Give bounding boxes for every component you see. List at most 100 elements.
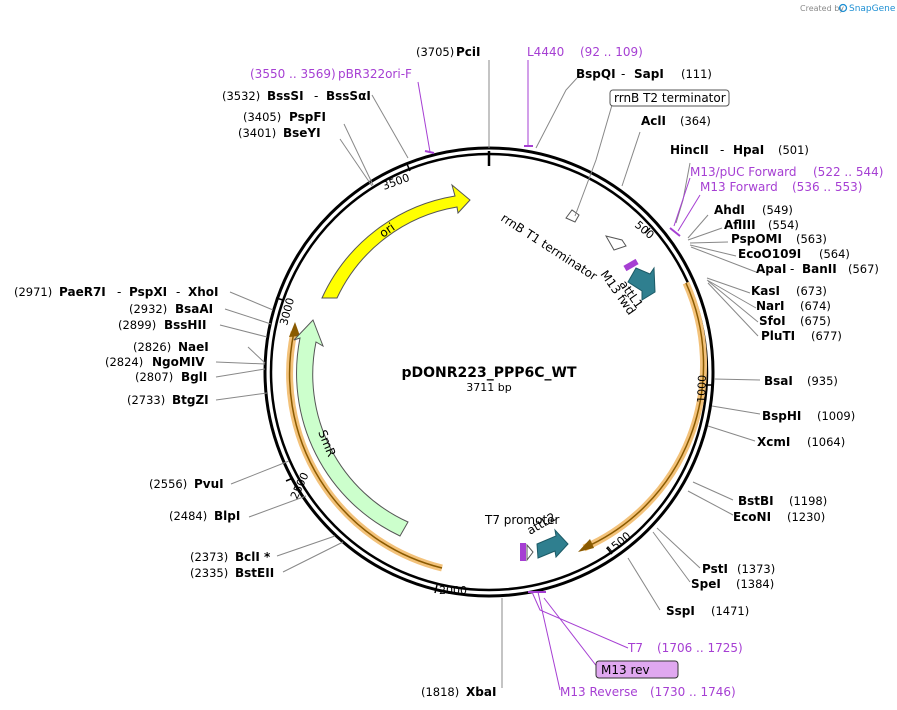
enz-bgli[interactable]: BglI xyxy=(181,370,207,384)
primer-m13-reverse[interactable]: M13 Reverse xyxy=(560,685,638,699)
tick-500: 500 xyxy=(632,218,656,241)
enz-pos-bsaai: (2932) xyxy=(129,302,167,316)
enz-bsaai[interactable]: BsaAI xyxy=(175,302,213,316)
t7-promoter-feature xyxy=(526,543,534,562)
ori-feature[interactable] xyxy=(321,183,471,299)
enz-hpai[interactable]: HpaI xyxy=(733,143,764,157)
credit-prefix: Created by xyxy=(800,4,844,13)
primer-m13-rev: M13 rev xyxy=(601,663,650,677)
snapgene-logo-icon xyxy=(838,3,848,13)
attl2-feature[interactable] xyxy=(536,528,569,559)
enz-pos-btgzi: (2733) xyxy=(127,393,165,407)
enz-pspfi[interactable]: PspFI xyxy=(289,110,326,124)
primer-pbr322[interactable]: pBR322ori-F xyxy=(338,67,412,81)
enz-spei[interactable]: SpeI xyxy=(691,577,721,591)
enz-pos-nari: (674) xyxy=(800,299,831,313)
primer-t7[interactable]: T7 xyxy=(627,641,643,655)
enz-banii[interactable]: BanII xyxy=(802,262,837,276)
primer-m13-forward[interactable]: M13 Forward xyxy=(700,180,778,194)
enz-bsai[interactable]: BsaI xyxy=(764,374,793,388)
enz-sep-5: - xyxy=(176,285,180,299)
smr-feature[interactable] xyxy=(293,319,409,537)
primer-m13puc-forward[interactable]: M13/pUC Forward xyxy=(690,165,797,179)
enz-pos-blpi: (2484) xyxy=(169,509,207,523)
enz-bcli[interactable]: BclI * xyxy=(235,550,271,564)
primer-l4440[interactable]: L4440 xyxy=(527,45,564,59)
enz-bspqi[interactable]: BspQI xyxy=(576,67,616,81)
enz-pcii[interactable]: PciI xyxy=(456,45,481,59)
enz-pos-kasi: (673) xyxy=(796,284,827,298)
plasmid-length: 3711 bp xyxy=(466,381,511,394)
enz-pos-pspomi: (563) xyxy=(796,232,827,246)
enz-bsteii[interactable]: BstEII xyxy=(235,566,274,580)
enz-nari[interactable]: NarI xyxy=(756,299,785,313)
primer-t7-range: (1706 .. 1725) xyxy=(657,641,743,655)
rrnb-t1-feature xyxy=(604,235,627,251)
enz-bsshii[interactable]: BssHII xyxy=(164,318,206,332)
attl1-feature[interactable] xyxy=(627,266,656,301)
tick-1000: 1000 xyxy=(695,375,709,403)
enz-pos-bgli: (2807) xyxy=(135,370,173,384)
enz-pos-pcii: (3705) xyxy=(416,45,454,59)
enz-ecoo109i[interactable]: EcoO109I xyxy=(738,247,801,261)
enz-pos-bspqi: (111) xyxy=(681,67,712,81)
enz-pspomi[interactable]: PspOMI xyxy=(731,232,782,246)
enz-sep-1: - xyxy=(621,67,625,81)
enz-pos-psti: (1373) xyxy=(737,562,775,576)
credit-brand: SnapGene xyxy=(849,4,896,14)
enz-sfoi[interactable]: SfoI xyxy=(759,314,786,328)
enz-kasi[interactable]: KasI xyxy=(751,284,780,298)
enz-pos-apai: (567) xyxy=(848,262,879,276)
m13-rev-box[interactable] xyxy=(595,660,679,679)
enz-ngomiv[interactable]: NgoMIV xyxy=(152,355,205,369)
enz-pos-bseyi: (3401) xyxy=(238,126,276,140)
enz-pspxi[interactable]: PspXI xyxy=(129,285,167,299)
enz-bseyi[interactable]: BseYI xyxy=(283,126,321,140)
enz-psti[interactable]: PstI xyxy=(702,562,728,576)
enz-pos-bsphi: (1009) xyxy=(817,409,855,423)
primer-m13-reverse-range: (1730 .. 1746) xyxy=(650,685,736,699)
enz-xcmi[interactable]: XcmI xyxy=(757,435,790,449)
enz-sspi[interactable]: SspI xyxy=(666,604,695,618)
enz-econi[interactable]: EcoNI xyxy=(733,510,771,524)
enz-sapi[interactable]: SapI xyxy=(634,67,664,81)
enz-hincii[interactable]: HincII xyxy=(670,143,709,157)
primer-m13-forward-range: (536 .. 553) xyxy=(792,180,862,194)
enz-blpi[interactable]: BlpI xyxy=(214,509,240,523)
tick-3000: 3000 xyxy=(277,296,297,326)
rrnb-t2-box[interactable] xyxy=(609,89,730,107)
insert-arrow-left xyxy=(289,322,300,337)
enz-pos-sspi: (1471) xyxy=(711,604,749,618)
enz-btgzi[interactable]: BtgZI xyxy=(172,393,209,407)
enz-pluti[interactable]: PluTI xyxy=(761,329,795,343)
enz-paer7i[interactable]: PaeR7I xyxy=(59,285,106,299)
enz-pos-acli: (364) xyxy=(680,114,711,128)
primer-m13puc-range: (522 .. 544) xyxy=(813,165,883,179)
enz-pos-xbai: (1818) xyxy=(421,685,459,699)
enz-pvui[interactable]: PvuI xyxy=(194,477,224,491)
enz-pos-naei: (2826) xyxy=(133,340,171,354)
enz-afliii[interactable]: AflIII xyxy=(724,218,756,232)
rrnb-t1-label: rrnB T1 terminator xyxy=(498,211,599,284)
enz-bsssi[interactable]: BssSI xyxy=(267,89,304,103)
backbone-ticks xyxy=(275,163,712,594)
enz-pos-pvui: (2556) xyxy=(149,477,187,491)
enz-sep-2: - xyxy=(720,143,724,157)
enz-bsssai[interactable]: BssSαI xyxy=(326,89,371,103)
enz-bsphi[interactable]: BspHI xyxy=(762,409,801,423)
enz-naei[interactable]: NaeI xyxy=(178,340,209,354)
enz-pos-ahdi: (549) xyxy=(762,203,793,217)
enz-apai[interactable]: ApaI xyxy=(756,262,786,276)
enz-xbai[interactable]: XbaI xyxy=(466,685,496,699)
enz-pos-sfoi: (675) xyxy=(800,314,831,328)
enz-xhoi[interactable]: XhoI xyxy=(188,285,219,299)
enz-sep-4: - xyxy=(117,285,121,299)
enz-acli[interactable]: AclI xyxy=(641,114,666,128)
insert-arc-left-line xyxy=(288,331,443,569)
enz-pos-afliii: (554) xyxy=(768,218,799,232)
enz-bstbi[interactable]: BstBI xyxy=(738,494,774,508)
enz-pos-bsteii: (2335) xyxy=(190,566,228,580)
enz-ahdi[interactable]: AhdI xyxy=(714,203,745,217)
t7-promoter-label: T7 promoter xyxy=(484,513,560,527)
